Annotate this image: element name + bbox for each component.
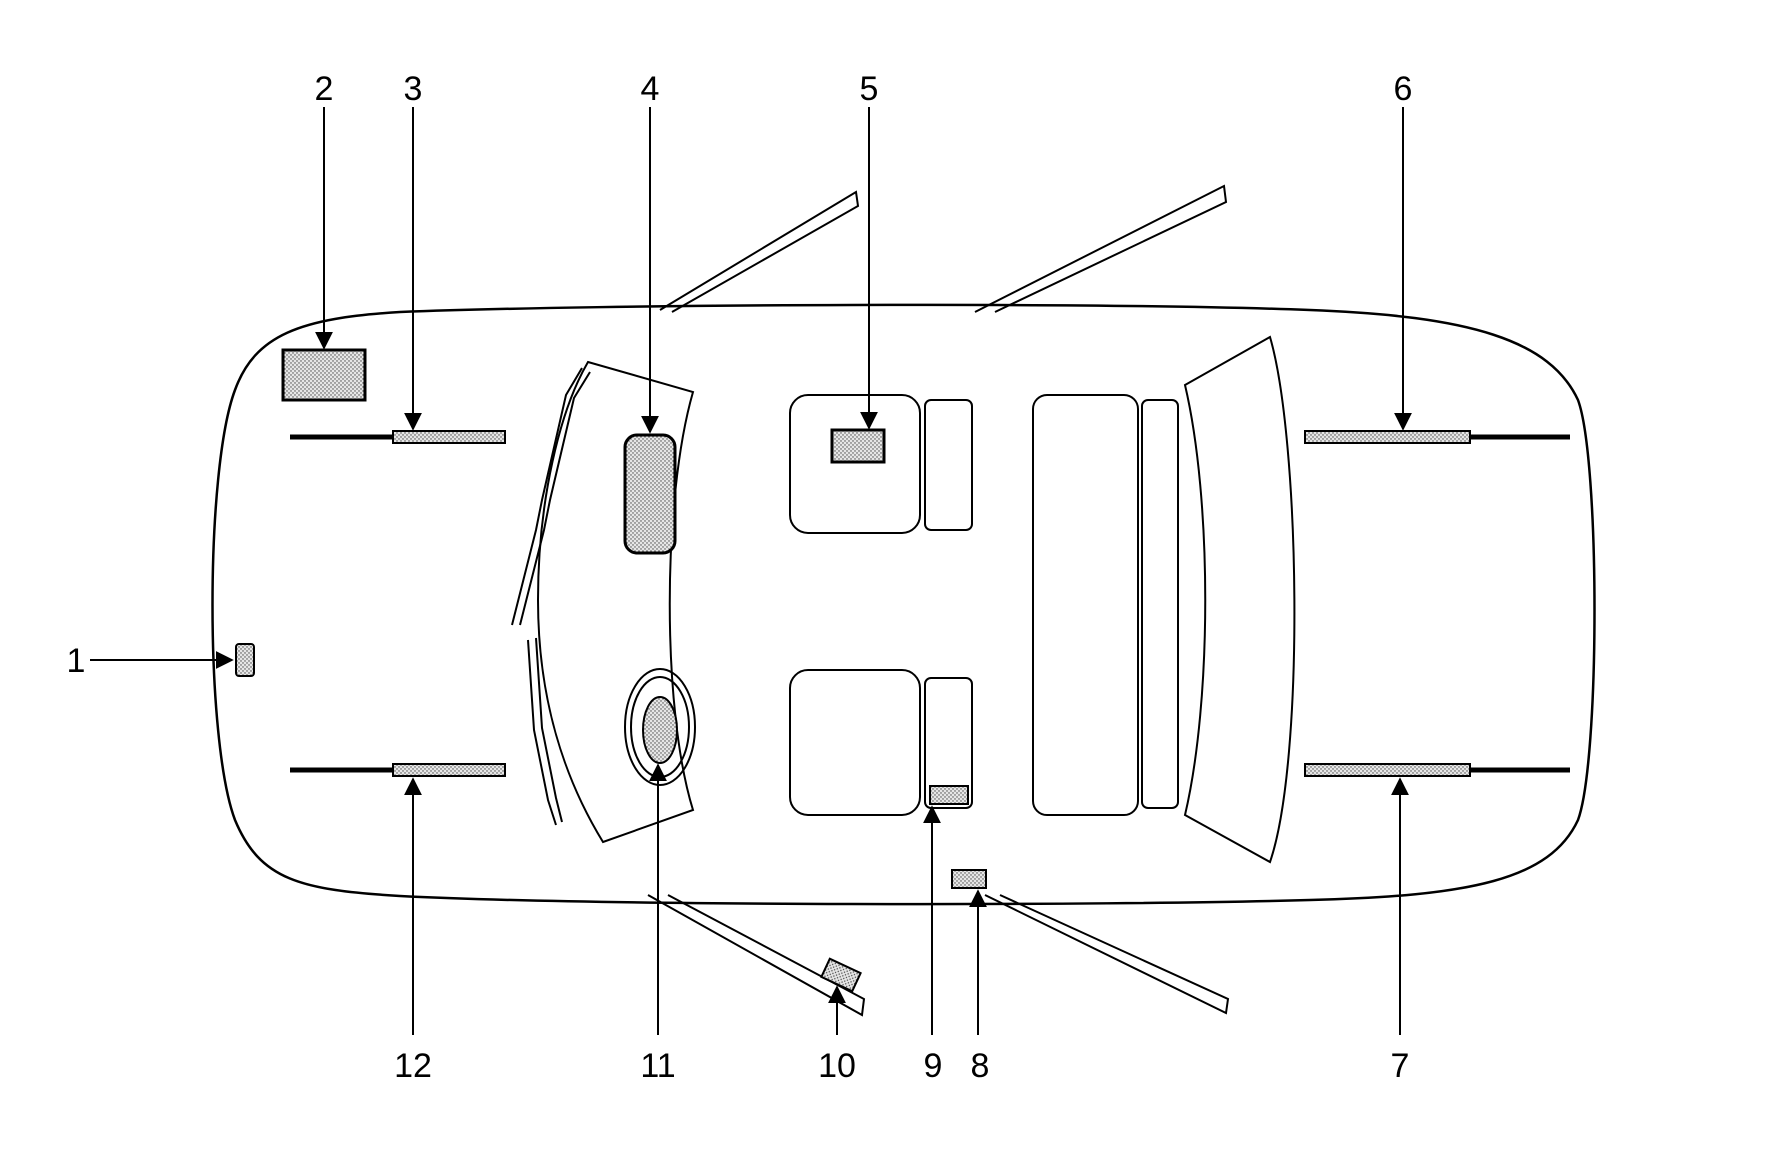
front-seat-upper	[789, 394, 921, 534]
component-4	[623, 433, 677, 555]
callout-5-label: 5	[860, 70, 879, 108]
component-3	[392, 430, 506, 444]
callout-7-label: 7	[1391, 1047, 1410, 1085]
callout-12-label: 12	[394, 1047, 432, 1085]
callout-10-label: 10	[818, 1047, 856, 1085]
component-7	[1304, 763, 1471, 777]
front-left-door	[659, 190, 860, 313]
callout-3-label: 3	[404, 70, 423, 108]
steering-wheel	[624, 668, 696, 786]
rear-right-door	[984, 894, 1230, 1015]
rear-bench-back	[1141, 399, 1179, 809]
callout-4-label: 4	[641, 70, 660, 108]
front-seat-upper-back	[924, 399, 973, 531]
callout-8-label: 8	[971, 1047, 990, 1085]
rear-window	[1183, 335, 1296, 864]
component-12	[392, 763, 506, 777]
front-seat-lower	[789, 669, 921, 816]
wiper-blade-upper	[511, 367, 591, 626]
callout-2-label: 2	[315, 70, 334, 108]
callout-9-label: 9	[924, 1047, 943, 1085]
component-8	[951, 869, 987, 889]
component-6	[1304, 430, 1471, 444]
rear-bench-seat	[1032, 394, 1139, 816]
component-5	[830, 428, 886, 464]
wiper-blade-lower	[527, 637, 563, 826]
windshield	[536, 360, 695, 844]
rear-left-door	[974, 184, 1228, 313]
front-right-door	[647, 894, 866, 1017]
component-9	[929, 785, 969, 805]
component-2	[281, 348, 367, 402]
vehicle-body-outline	[211, 303, 1596, 906]
front-seat-lower-back	[924, 677, 973, 809]
callout-6-label: 6	[1394, 70, 1413, 108]
component-1	[235, 643, 255, 677]
component-11	[642, 696, 678, 764]
callout-11-label: 11	[640, 1047, 675, 1085]
component-10	[820, 957, 862, 993]
callout-1-label: 1	[67, 642, 86, 680]
